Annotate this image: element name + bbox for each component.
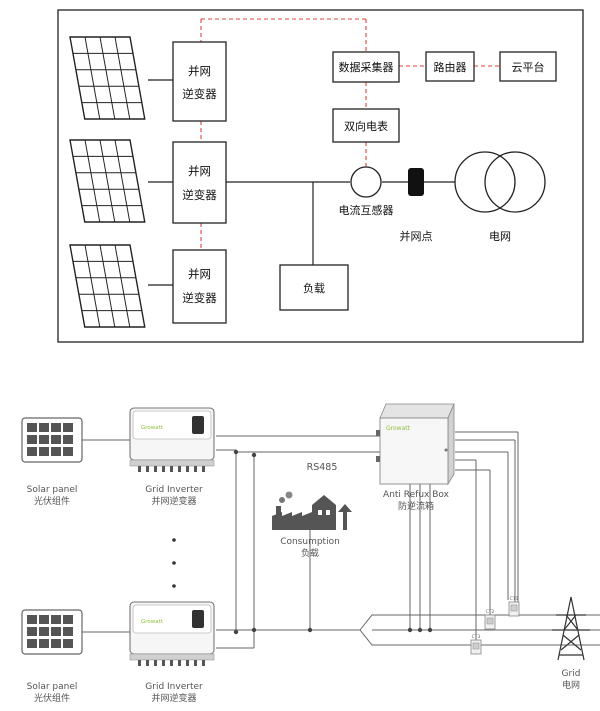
consumption-label-en: Consumption	[280, 537, 340, 547]
inverter-label-line1: 并网	[188, 267, 211, 281]
solar-panel-icon	[69, 244, 146, 328]
more-inverters-dots	[172, 538, 176, 588]
transmission-tower-icon	[552, 596, 590, 661]
anti-reflux-box-icon: Growatt	[376, 403, 455, 486]
ct-label: 电流互感器	[339, 203, 394, 217]
solar-panel-icon	[21, 417, 83, 463]
bottom-diagram: Solar panel 光伏组件 Solar panel 光伏组件 Growat…	[21, 403, 600, 704]
cloud-platform-label: 云平台	[512, 60, 545, 74]
inverter-label-en: Grid Inverter	[145, 682, 203, 692]
grid-label-en: Grid	[562, 669, 581, 679]
inverter-box: 并网 逆变器	[172, 249, 227, 324]
solar-panel-label-en: Solar panel	[27, 682, 78, 692]
inverter-label-cn: 并网逆变器	[151, 692, 196, 704]
grid-point-label: 并网点	[400, 229, 433, 243]
bidirectional-meter-box: 双向电表	[332, 108, 400, 143]
inverter-label-en: Grid Inverter	[145, 485, 203, 495]
anti-reflux-box-label-en: Anti Refux Box	[383, 490, 450, 500]
inverter-box: 并网 逆变器	[172, 141, 227, 224]
solar-panel-icon	[69, 139, 146, 223]
grid-inverter-icon: Growatt	[129, 601, 215, 667]
ct3-icon: CT3	[470, 634, 482, 655]
inverter-label-line2: 逆变器	[182, 291, 217, 305]
meter-label: 双向电表	[344, 119, 388, 133]
anti-reflux-box-logo: Growatt	[386, 425, 411, 432]
ct2-icon: CT2	[484, 609, 496, 630]
factory-icon	[272, 491, 352, 530]
load-box: 负载	[279, 264, 349, 311]
router-label: 路由器	[434, 60, 467, 74]
inverter-label-line1: 并网	[188, 64, 211, 78]
router-box: 路由器	[425, 51, 475, 82]
anti-reflux-box-label-cn: 防逆流箱	[398, 500, 434, 512]
data-collector-label: 数据采集器	[339, 60, 394, 74]
solar-panel-label-en: Solar panel	[27, 485, 78, 495]
inverter-label-line2: 逆变器	[182, 188, 217, 202]
grid-transformer-icon	[454, 151, 516, 213]
inverter-label-line1: 并网	[188, 164, 211, 178]
consumption-label-cn: 负载	[301, 547, 319, 559]
rs485-label: RS485	[307, 462, 338, 473]
grid-label: 电网	[489, 230, 511, 243]
ct2-label: CT2	[486, 609, 495, 615]
current-transformer-icon	[350, 166, 382, 198]
inverter-logo: Growatt	[141, 619, 164, 625]
solar-panel-icon	[69, 36, 146, 120]
junction-dots	[233, 449, 433, 635]
ct1-label: CT1	[510, 596, 519, 602]
grid-label-cn: 电网	[562, 679, 580, 691]
load-label: 负载	[303, 281, 325, 295]
data-collector-box: 数据采集器	[332, 51, 400, 83]
ct1-icon: CT1	[508, 596, 520, 617]
grid-inverter-icon: Growatt	[129, 407, 215, 473]
grid-connection-point-icon	[408, 168, 424, 196]
grid-transformer-icon	[484, 151, 546, 213]
top-diagram: 并网 逆变器 并网 逆变器 并网 逆变器 数据采集器 路由器	[57, 9, 584, 343]
ac-bus-line	[82, 431, 519, 649]
ct3-label: CT3	[472, 634, 481, 640]
inverter-box: 并网 逆变器	[172, 41, 227, 122]
cloud-platform-box: 云平台	[499, 51, 557, 82]
communication-line	[200, 18, 500, 250]
inverter-label-line2: 逆变器	[182, 87, 217, 101]
inverter-label-cn: 并网逆变器	[151, 495, 196, 507]
top-frame	[57, 9, 584, 343]
solar-panel-label-cn: 光伏组件	[34, 495, 70, 507]
inverter-logo: Growatt	[141, 425, 164, 431]
solar-panel-icon	[21, 609, 83, 655]
ac-bus-line	[226, 181, 455, 265]
solar-panel-label-cn: 光伏组件	[34, 692, 70, 704]
